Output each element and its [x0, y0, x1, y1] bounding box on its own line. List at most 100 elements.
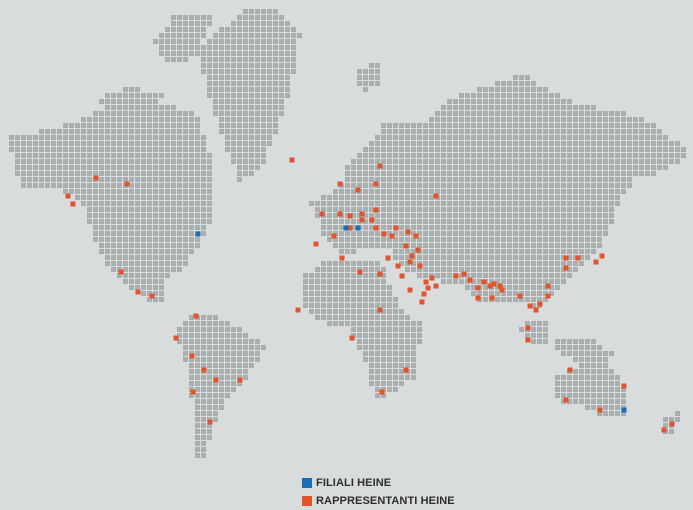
- rappresentanti-marker: [349, 335, 355, 341]
- land-dot: [249, 39, 254, 44]
- land-dot: [621, 111, 626, 116]
- land-dot: [363, 243, 368, 248]
- land-dot: [429, 135, 434, 140]
- land-dot: [375, 315, 380, 320]
- land-dot: [219, 369, 224, 374]
- land-dot: [399, 261, 404, 266]
- land-dot: [189, 33, 194, 38]
- land-dot: [585, 231, 590, 236]
- land-dot: [249, 51, 254, 56]
- land-dot: [501, 219, 506, 224]
- land-dot: [537, 171, 542, 176]
- land-dot: [261, 75, 266, 80]
- land-dot: [213, 417, 218, 422]
- land-dot: [147, 123, 152, 128]
- land-dot: [453, 231, 458, 236]
- land-dot: [615, 111, 620, 116]
- land-dot: [195, 195, 200, 200]
- land-dot: [165, 225, 170, 230]
- land-dot: [339, 291, 344, 296]
- land-dot: [549, 141, 554, 146]
- land-dot: [135, 225, 140, 230]
- land-dot: [195, 423, 200, 428]
- land-dot: [303, 297, 308, 302]
- land-dot: [153, 111, 158, 116]
- land-dot: [459, 135, 464, 140]
- land-dot: [519, 201, 524, 206]
- land-dot: [99, 237, 104, 242]
- land-dot: [105, 99, 110, 104]
- land-dot: [525, 243, 530, 248]
- land-dot: [471, 255, 476, 260]
- land-dot: [531, 261, 536, 266]
- land-dot: [381, 285, 386, 290]
- land-dot: [543, 195, 548, 200]
- land-dot: [363, 285, 368, 290]
- land-dot: [189, 51, 194, 56]
- land-dot: [153, 153, 158, 158]
- land-dot: [597, 189, 602, 194]
- land-dot: [537, 207, 542, 212]
- land-dot: [171, 267, 176, 272]
- land-dot: [81, 165, 86, 170]
- land-dot: [261, 99, 266, 104]
- land-dot: [543, 237, 548, 242]
- land-dot: [513, 267, 518, 272]
- land-dot: [501, 123, 506, 128]
- rappresentanti-marker: [118, 269, 124, 275]
- land-dot: [507, 279, 512, 284]
- land-dot: [483, 111, 488, 116]
- land-dot: [339, 201, 344, 206]
- land-dot: [375, 147, 380, 152]
- land-dot: [423, 273, 428, 278]
- land-dot: [147, 93, 152, 98]
- land-dot: [543, 183, 548, 188]
- land-dot: [393, 135, 398, 140]
- land-dot: [471, 111, 476, 116]
- land-dot: [627, 183, 632, 188]
- land-dot: [567, 219, 572, 224]
- land-dot: [555, 195, 560, 200]
- land-dot: [159, 243, 164, 248]
- land-dot: [201, 219, 206, 224]
- land-dot: [297, 33, 302, 38]
- land-dot: [177, 219, 182, 224]
- land-dot: [603, 201, 608, 206]
- land-dot: [189, 345, 194, 350]
- land-dot: [129, 183, 134, 188]
- land-dot: [279, 99, 284, 104]
- land-dot: [177, 201, 182, 206]
- land-dot: [549, 135, 554, 140]
- land-dot: [201, 417, 206, 422]
- land-dot: [183, 111, 188, 116]
- land-dot: [537, 267, 542, 272]
- land-dot: [255, 135, 260, 140]
- land-dot: [495, 147, 500, 152]
- land-dot: [363, 159, 368, 164]
- land-dot: [375, 231, 380, 236]
- land-dot: [171, 135, 176, 140]
- land-dot: [207, 165, 212, 170]
- land-dot: [501, 159, 506, 164]
- land-dot: [249, 57, 254, 62]
- land-dot: [639, 159, 644, 164]
- land-dot: [543, 117, 548, 122]
- land-dot: [315, 279, 320, 284]
- land-dot: [213, 99, 218, 104]
- land-dot: [441, 255, 446, 260]
- land-dot: [651, 123, 656, 128]
- land-dot: [513, 207, 518, 212]
- land-dot: [387, 213, 392, 218]
- land-dot: [597, 171, 602, 176]
- land-dot: [561, 153, 566, 158]
- land-dot: [237, 93, 242, 98]
- land-dot: [237, 45, 242, 50]
- land-dot: [597, 375, 602, 380]
- land-dot: [615, 165, 620, 170]
- land-dot: [327, 315, 332, 320]
- land-dot: [495, 291, 500, 296]
- land-dot: [99, 207, 104, 212]
- land-dot: [273, 75, 278, 80]
- land-dot: [63, 147, 68, 152]
- land-dot: [519, 75, 524, 80]
